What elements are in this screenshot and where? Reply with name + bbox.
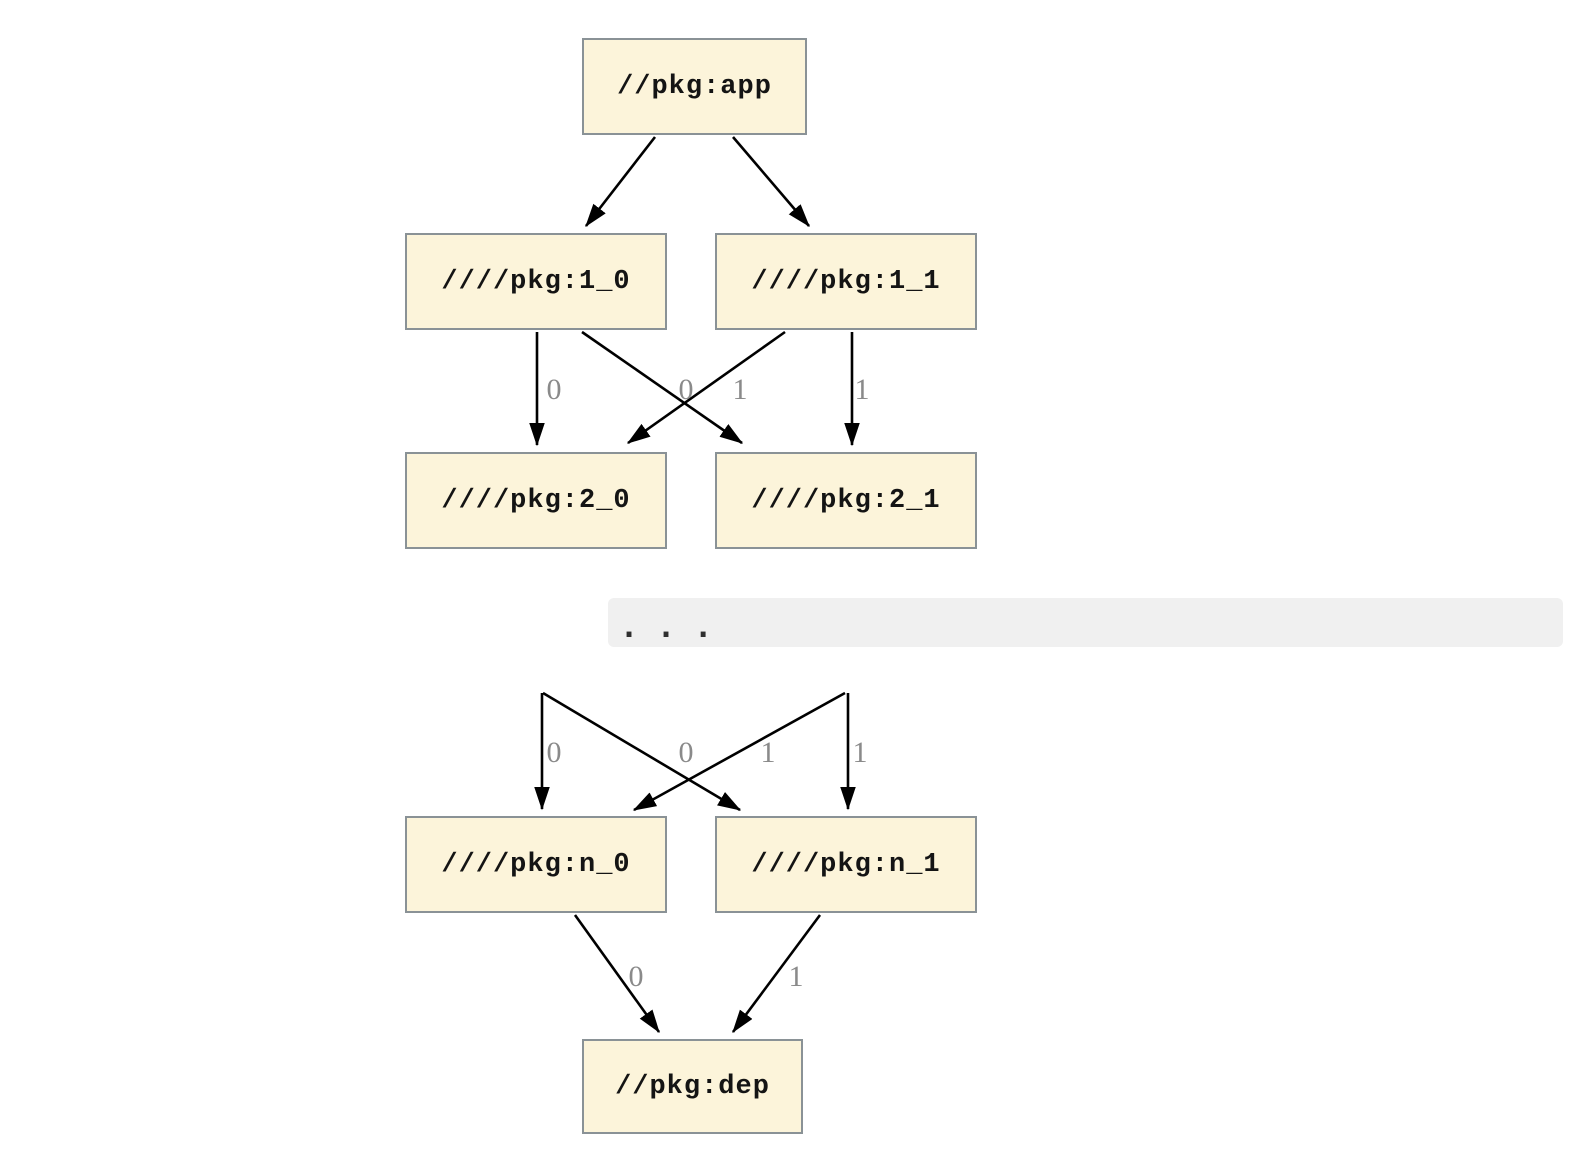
edge-label-upper-0-mid: 0 [678,373,694,406]
edge-label-bottom-1: 1 [788,960,804,993]
edge-label-upper-1-right: 1 [854,373,870,406]
edge-label-middle-0-mid: 0 [678,736,694,769]
node-pkg-app-label: //pkg:app [617,71,772,102]
node-pkg-dep-label: //pkg:dep [615,1071,770,1102]
edge-label-bottom-0: 0 [628,960,644,993]
edge-1_0-to-2_1 [581,330,744,445]
continuation-band: ... [608,598,1563,647]
node-pkg-n_1: ////pkg:n_1 [715,816,977,913]
edge-ellipsis-to-n_1-cross [542,691,742,812]
node-pkg-2_0: ////pkg:2_0 [405,452,667,549]
node-pkg-n_0-label: ////pkg:n_0 [441,849,631,880]
node-pkg-app: //pkg:app [582,38,807,135]
node-pkg-1_1: ////pkg:1_1 [715,233,977,330]
node-pkg-2_1: ////pkg:2_1 [715,452,977,549]
edge-label-upper-1-mid: 1 [732,373,748,406]
node-pkg-n_0: ////pkg:n_0 [405,816,667,913]
edge-label-middle-1-right: 1 [852,736,868,769]
node-pkg-2_1-label: ////pkg:2_1 [751,485,941,516]
edge-1_1-to-2_0 [626,330,786,445]
node-pkg-dep: //pkg:dep [582,1039,803,1134]
edge-n_0-to-dep [573,914,661,1034]
node-pkg-1_1-label: ////pkg:1_1 [751,266,941,297]
node-pkg-1_0: ////pkg:1_0 [405,233,667,330]
edge-ellipsis-to-n_0-cross [632,691,846,812]
edge-label-middle-1-mid: 1 [760,736,776,769]
edge-label-middle-0-left: 0 [546,736,562,769]
edge-app-to-1_0 [584,136,657,228]
edge-app-to-1_1 [732,136,810,227]
edge-label-upper-0-left: 0 [546,373,562,406]
node-pkg-2_0-label: ////pkg:2_0 [441,485,631,516]
ellipsis-dots: ... [620,610,732,645]
node-pkg-n_1-label: ////pkg:n_1 [751,849,941,880]
edge-n_1-to-dep [731,914,822,1034]
node-pkg-1_0-label: ////pkg:1_0 [441,266,631,297]
